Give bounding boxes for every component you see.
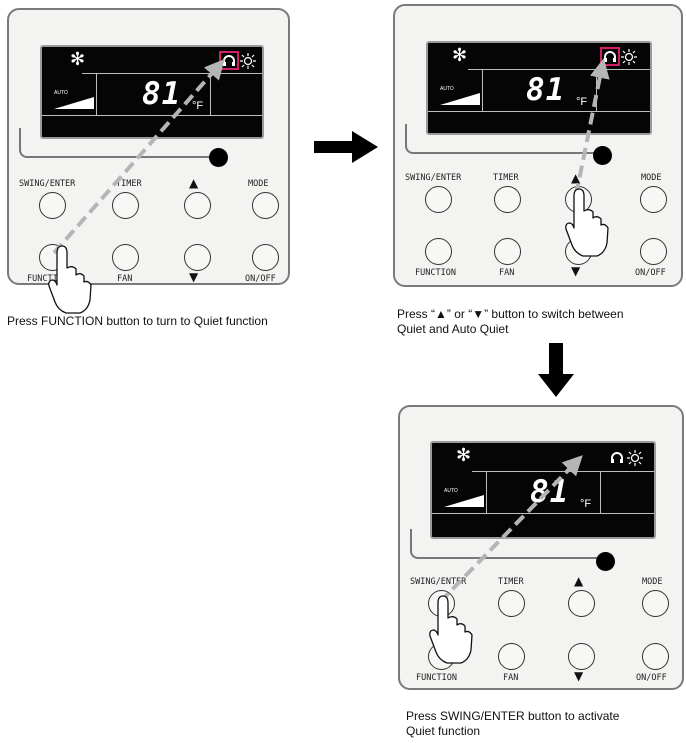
- function-button[interactable]: [39, 244, 66, 271]
- remote-panel-step-2: ✻ AUTO 81 °F SWING/ENTER TIMER ▲ MODE FU…: [393, 4, 683, 287]
- panel-shelf: [19, 128, 211, 158]
- timer-label: TIMER: [493, 173, 519, 183]
- on-off-label: ON/OFF: [636, 673, 667, 683]
- swing-enter-label: SWING/ENTER: [410, 577, 467, 587]
- lcd-screen: ✻ AUTO 81 °F: [40, 45, 264, 139]
- fan-speed-bars-icon: [54, 97, 94, 109]
- temperature-unit: °F: [576, 96, 588, 108]
- fan-label: FAN: [499, 268, 515, 278]
- timer-button[interactable]: [112, 192, 139, 219]
- down-arrow-icon: ▼: [574, 669, 584, 683]
- mode-button[interactable]: [252, 192, 279, 219]
- on-off-button[interactable]: [252, 244, 279, 271]
- step-2-caption-line-2: Quiet and Auto Quiet: [397, 322, 509, 336]
- panel-shelf: [410, 529, 602, 559]
- knob: [596, 552, 615, 571]
- light-icon: [621, 49, 637, 65]
- on-off-button[interactable]: [640, 238, 667, 265]
- step-2-caption-line-1: Press “▲” or “▼” button to switch betwee…: [397, 307, 624, 321]
- swing-enter-button[interactable]: [425, 186, 452, 213]
- function-button[interactable]: [428, 643, 455, 670]
- lcd-screen: ✻ AUTO 81 °F: [430, 441, 656, 539]
- auto-label: AUTO: [440, 86, 454, 92]
- auto-label: AUTO: [54, 90, 68, 96]
- knob: [593, 146, 612, 165]
- light-icon: [240, 53, 256, 69]
- knob: [209, 148, 228, 167]
- up-arrow-icon: ▲: [189, 176, 199, 190]
- right-flow-arrow-icon: [314, 131, 378, 163]
- down-button[interactable]: [565, 238, 592, 265]
- mode-label: MODE: [642, 577, 663, 587]
- remote-panel-step-3: ✻ AUTO 81 °F SWING/ENTER TIMER ▲ MODE FU…: [398, 405, 684, 690]
- timer-button[interactable]: [498, 590, 525, 617]
- mode-button[interactable]: [642, 590, 669, 617]
- up-arrow-icon: ▲: [571, 171, 581, 185]
- fan-label: FAN: [117, 274, 133, 284]
- light-icon: [627, 450, 643, 466]
- quiet-headphones-icon: [611, 452, 623, 463]
- snowflake-icon: ✻: [452, 45, 468, 66]
- down-flow-arrow-icon: [538, 343, 574, 397]
- swing-enter-button[interactable]: [428, 590, 455, 617]
- temperature-unit: °F: [580, 498, 592, 510]
- fan-label: FAN: [503, 673, 519, 683]
- on-off-button[interactable]: [642, 643, 669, 670]
- step-3-caption-line-2: Quiet function: [406, 724, 481, 738]
- on-off-label: ON/OFF: [635, 268, 666, 278]
- timer-label: TIMER: [498, 577, 524, 587]
- function-label: FUNCTION: [416, 673, 457, 683]
- fan-button[interactable]: [494, 238, 521, 265]
- snowflake-icon: ✻: [456, 445, 472, 466]
- function-label: FUNCTION: [415, 268, 456, 278]
- step-1-caption: Press FUNCTION button to turn to Quiet f…: [7, 314, 268, 328]
- panel-shelf: [405, 124, 597, 154]
- down-button[interactable]: [184, 244, 211, 271]
- timer-button[interactable]: [494, 186, 521, 213]
- temperature-value: 81: [142, 76, 182, 112]
- snowflake-icon: ✻: [70, 49, 86, 70]
- swing-enter-label: SWING/ENTER: [19, 179, 76, 189]
- mode-label: MODE: [641, 173, 662, 183]
- on-off-label: ON/OFF: [245, 274, 276, 284]
- down-arrow-icon: ▼: [571, 264, 581, 278]
- up-arrow-icon: ▲: [574, 574, 584, 588]
- temperature-unit: °F: [192, 100, 204, 112]
- auto-label: AUTO: [444, 488, 458, 494]
- temperature-value: 81: [526, 72, 566, 108]
- fan-button[interactable]: [498, 643, 525, 670]
- up-button[interactable]: [568, 590, 595, 617]
- fan-button[interactable]: [112, 244, 139, 271]
- fan-speed-bars-icon: [444, 495, 484, 507]
- swing-enter-label: SWING/ENTER: [405, 173, 462, 183]
- function-button[interactable]: [425, 238, 452, 265]
- timer-label: TIMER: [116, 179, 142, 189]
- quiet-highlight-box: [219, 51, 239, 70]
- down-arrow-icon: ▼: [189, 270, 199, 284]
- remote-panel-step-1: ✻ AUTO 81 °F SWING/ENTER TIMER ▲ MODE FU…: [7, 8, 290, 285]
- mode-button[interactable]: [640, 186, 667, 213]
- temperature-value: 81: [530, 474, 570, 510]
- fan-speed-bars-icon: [440, 93, 480, 105]
- quiet-highlight-box: [600, 47, 620, 66]
- down-button[interactable]: [568, 643, 595, 670]
- swing-enter-button[interactable]: [39, 192, 66, 219]
- function-label: FUNCTION: [27, 274, 68, 284]
- mode-label: MODE: [248, 179, 269, 189]
- up-button[interactable]: [184, 192, 211, 219]
- lcd-screen: ✻ AUTO 81 °F: [426, 41, 652, 135]
- up-button[interactable]: [565, 186, 592, 213]
- step-3-caption-line-1: Press SWING/ENTER button to activate: [406, 709, 620, 723]
